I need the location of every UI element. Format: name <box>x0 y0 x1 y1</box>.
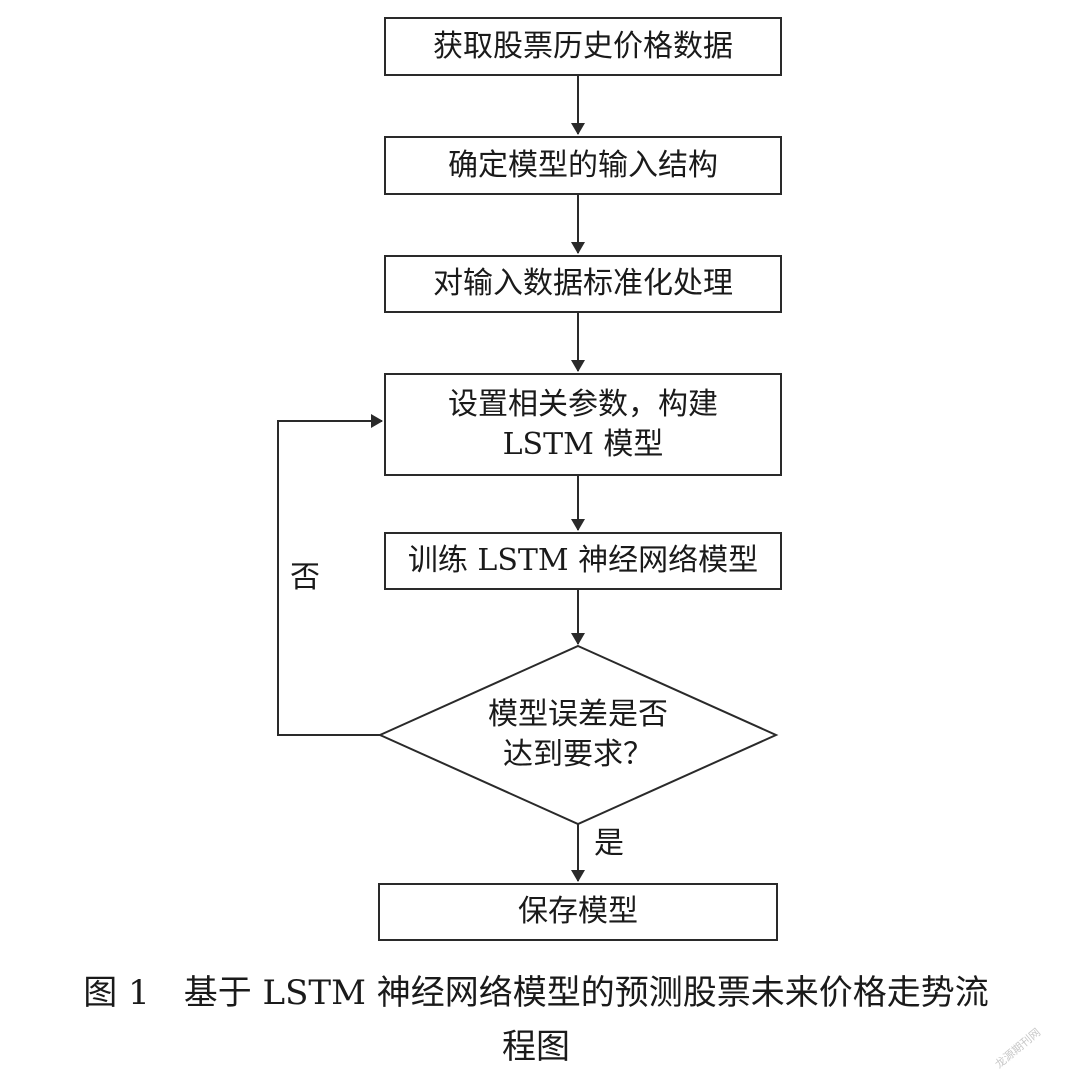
step-define-input-structure-label: 确定模型的输入结构 <box>448 147 718 183</box>
step-train-lstm: 训练 LSTM 神经网络模型 <box>384 532 782 590</box>
step-get-history-prices-label: 获取股票历史价格数据 <box>433 28 733 64</box>
step-build-lstm-line1: 设置相关参数，构建 <box>448 386 718 422</box>
decision-text: 模型误差是否 达到要求？ <box>430 695 726 775</box>
step-build-lstm: 设置相关参数，构建 LSTM 模型 <box>384 373 782 476</box>
step-normalize-input-label: 对输入数据标准化处理 <box>433 266 733 301</box>
step-build-lstm-line2: LSTM 模型 <box>502 426 664 462</box>
step-normalize-input: 对输入数据标准化处理 <box>384 255 782 313</box>
step-save-model: 保存模型 <box>378 883 778 941</box>
arrow-no-loop <box>277 414 383 736</box>
decision-line2: 达到要求？ <box>503 737 653 772</box>
step-train-lstm-label: 训练 LSTM 神经网络模型 <box>407 543 759 578</box>
step-save-model-label: 保存模型 <box>518 894 638 929</box>
figure-caption-line1: 图 1 基于 LSTM 神经网络模型的预测股票未来价格走势流 <box>83 973 989 1013</box>
step-get-history-prices: 获取股票历史价格数据 <box>384 17 782 76</box>
figure-caption-line2: 程图 <box>502 1027 570 1067</box>
label-no: 否 <box>290 560 320 595</box>
step-define-input-structure: 确定模型的输入结构 <box>384 136 782 195</box>
decision-line1: 模型误差是否 <box>488 697 668 732</box>
label-yes: 是 <box>594 826 624 861</box>
